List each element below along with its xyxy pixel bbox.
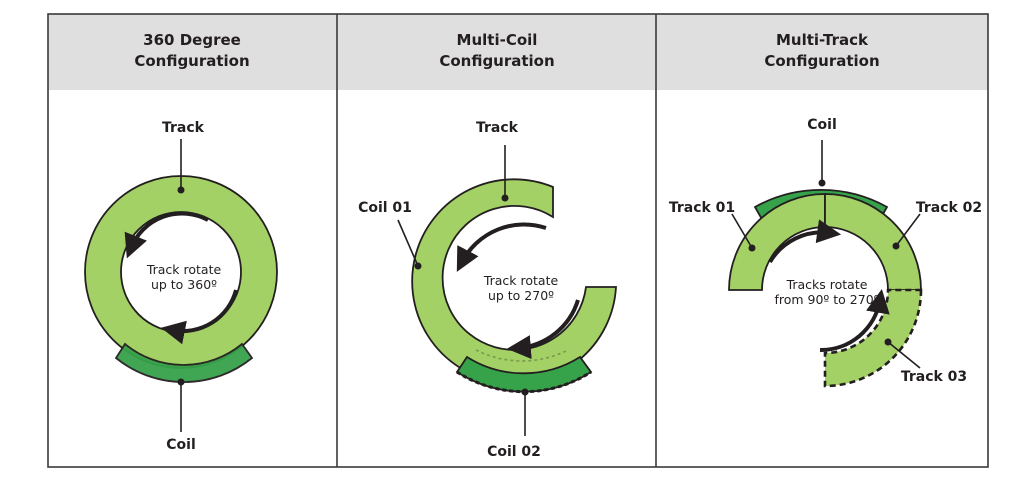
panel-3-rotation-line1: Tracks rotate [786,277,868,292]
panel-2-track-label: Track [476,120,519,136]
panel-3-rotation-line2: from 90º to 270º [774,292,879,307]
panel-3-track-02-label: Track 02 [916,200,982,216]
panel-1-title-line1: 360 Degree [143,31,241,49]
panel-1-coil-dot [177,378,185,386]
panel-2-title-line1: Multi-Coil [457,31,538,49]
panel-1-title-line2: Configuration [134,52,249,70]
panel-1-coil-label: Coil [166,437,196,453]
panel-3-graphic [728,140,923,388]
panel-3-track-02-dot [892,242,900,250]
panel-1-header [48,14,337,90]
panel-1-rotation-line2: up to 360º [151,277,217,292]
panel-2-rotation-arrow-bottom [506,299,580,360]
panel-3-track-02 [824,193,922,291]
panel-2-track-dot [501,194,509,202]
panel-1-rotation-arrow-bottom [161,289,238,345]
panel-2-rotation-line2: up to 270º [488,288,554,303]
panel-3-coil-label: Coil [807,117,837,133]
panel-2-title-line2: Configuration [439,52,554,70]
panel-3-header [656,14,988,90]
panel-3-title-line1: Multi-Track [776,31,869,49]
panel-2-coil-01-leader [397,219,419,267]
panel-3-track-03-dot [884,338,892,346]
panel-2-graphic [397,145,617,436]
panel-3-track-01-leader [731,213,753,249]
panel-3-track-03-leader [887,341,921,369]
panel-1-graphic [84,139,278,432]
panel-2-coil-02-inner-dash [475,349,569,362]
panel-1-coil [114,342,254,383]
panel-3-rotation-arrow-top [768,219,842,264]
panel-3-track-03-label: Track 03 [901,369,967,385]
panel-2-coil-01-dot [414,262,422,270]
panel-2-track-arc [411,178,617,385]
panel-3-coil-dot [818,179,826,187]
panel-3-track-02-leader [895,213,921,247]
diagram-border [47,13,989,468]
panel-3-track-03 [823,288,923,388]
panel-1-rotation-arrow-top [124,211,209,259]
panel-2-rotation-arrow-top [456,222,547,272]
panel-3-rotation-arrow-bottom [819,288,890,353]
panel-1-rotation-line1: Track rotate [146,262,222,277]
panel-3-track-01 [728,193,826,291]
panel-2-coil-02-dot [521,388,529,396]
panel-3-track-01-dot [748,244,756,252]
panel-2-coil-01-label: Coil 01 [358,200,412,216]
panel-2-header [337,14,656,90]
panel-1-track-label: Track [162,120,205,136]
panel-1-track-dot [177,186,185,194]
panel-3-track-01-label: Track 01 [669,200,735,216]
panel-2-coil-02-label: Coil 02 [487,444,541,460]
panel-2-rotation-line1: Track rotate [483,273,559,288]
panel-3-title-line2: Configuration [764,52,879,70]
